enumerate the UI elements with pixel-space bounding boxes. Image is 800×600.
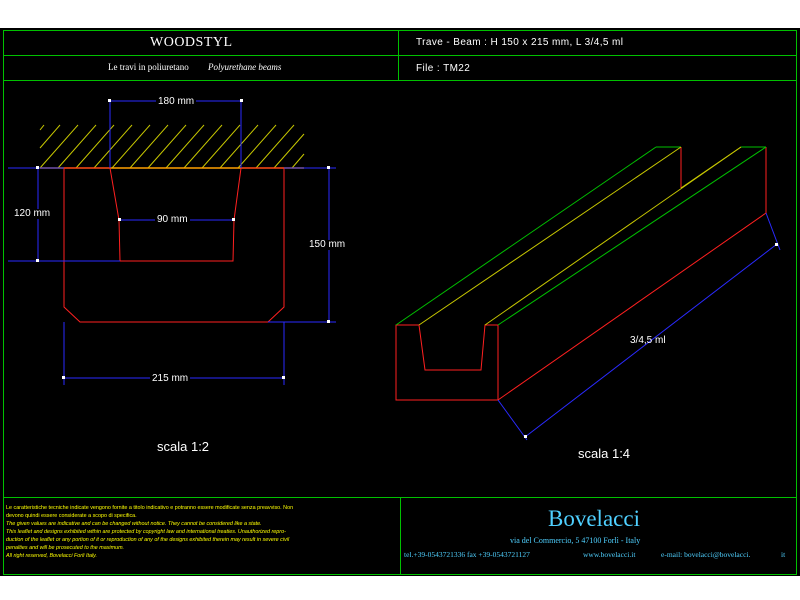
company-phones: tel.+39-0543721336 fax +39-0543721127: [404, 550, 530, 559]
company-address: via del Commercio, 5 47100 Forlì - Italy: [510, 536, 641, 545]
disclaimer-line: duction of the leaflet or any portion of…: [6, 537, 290, 543]
dim-bottom-width-label: 215 mm: [150, 373, 191, 384]
section-scale-label: scala 1:2: [157, 439, 210, 454]
disclaimer-line: All right reserved, Bovelacci Forli Ital…: [6, 553, 97, 559]
company-name: Bovelacci: [548, 506, 640, 531]
dim-top-width-label: 180 mm: [156, 96, 197, 107]
sheet-background: [0, 28, 800, 576]
beam-description: Trave - Beam : H 150 x 215 mm, L 3/4,5 m…: [416, 37, 624, 48]
dim-inner-width-label: 90 mm: [155, 214, 190, 225]
disclaimer-line: Le caratteristiche tecniche indicate ven…: [6, 505, 294, 511]
dim-right-height-label: 150 mm: [307, 239, 348, 250]
disclaimer-line: This leaflet and designs exhibited withi…: [6, 529, 286, 535]
dimension-ticks: [36, 99, 330, 379]
beam-perspective: [395, 146, 767, 401]
dim-left-height-label: 120 mm: [12, 208, 53, 219]
subtitle-italian: Le travi in poliuretano: [108, 62, 189, 72]
subtitle-english: Polyurethane beams: [208, 62, 282, 72]
ceiling-hatch: [39, 124, 305, 169]
disclaimer-line: The given values are indicative and can …: [6, 521, 262, 527]
company-email-tld: it: [781, 550, 786, 559]
perspective-scale-label: scala 1:4: [578, 446, 631, 461]
file-code: File : TM22: [416, 63, 471, 74]
title-frame: [3, 30, 797, 575]
length-tick-start: [524, 435, 527, 438]
disclaimer-line: devono quindi essere considerate a scopo…: [6, 513, 137, 519]
length-tick-end: [775, 243, 778, 246]
disclaimer-line: penalties and will be prosecuted to the …: [6, 545, 125, 551]
company-website-link[interactable]: www.bovelacci.it: [583, 550, 636, 559]
length-dimension-label: 3/4,5 ml: [630, 335, 666, 346]
company-email-link[interactable]: e-mail: bovelacci@bovelacci.: [661, 550, 751, 559]
brand-title: WOODSTYL: [150, 35, 233, 50]
